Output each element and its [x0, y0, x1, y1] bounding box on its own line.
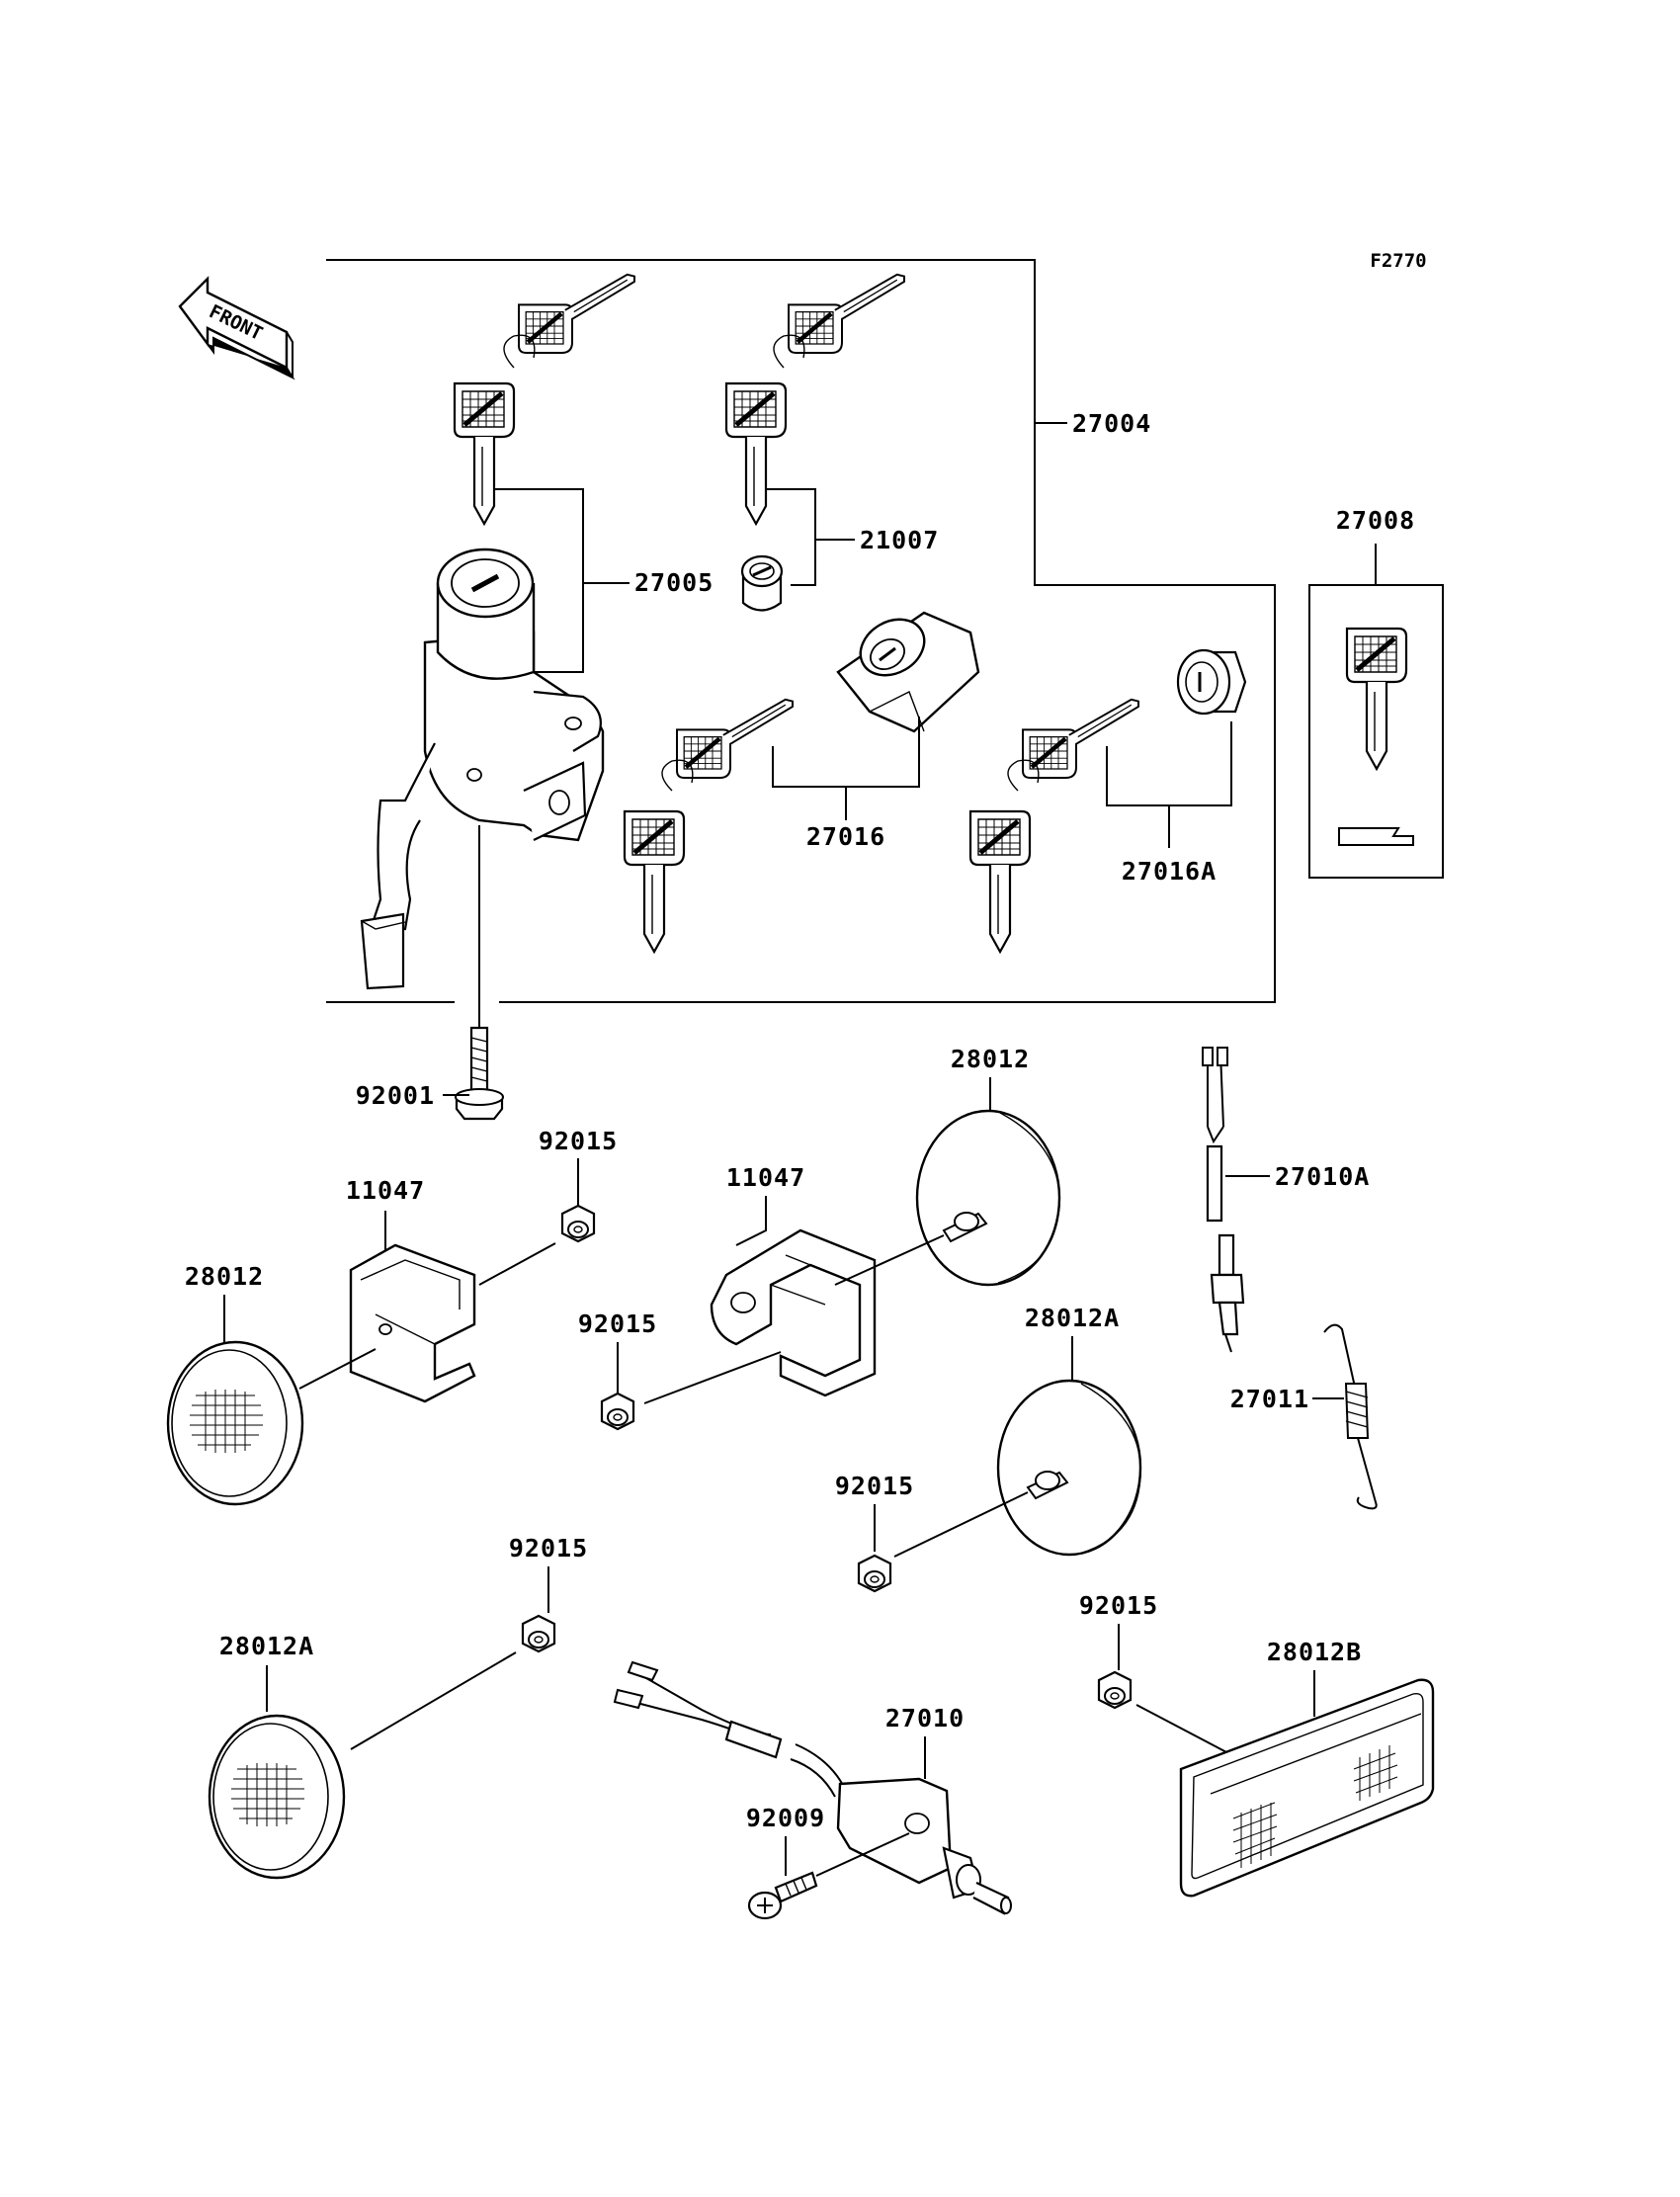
- blank-key-27008: [1338, 629, 1414, 846]
- label-27016: 27016: [806, 822, 885, 851]
- nut-92015-e: [1097, 1670, 1133, 1710]
- nut-92015-d: [521, 1614, 556, 1653]
- label-27010A: 27010A: [1275, 1162, 1370, 1191]
- lock-cylinder-27016A: [1176, 648, 1247, 716]
- label-92015-a: 92015: [539, 1127, 618, 1155]
- reflector-28012A-a: [996, 1379, 1142, 1557]
- nut-92015-b: [600, 1392, 635, 1431]
- reflector-28012B: [1179, 1678, 1435, 1898]
- bracket-11047-b: [710, 1228, 877, 1397]
- label-92015-d: 92015: [509, 1534, 588, 1563]
- label-92015-c: 92015: [835, 1472, 914, 1500]
- label-11047-a: 11047: [346, 1176, 425, 1205]
- label-28012-a: 28012: [185, 1262, 264, 1291]
- key-set-21007: [726, 275, 904, 524]
- bolt-92001: [455, 1026, 504, 1121]
- key-set-27016: [625, 700, 793, 952]
- kit-outline: [326, 259, 1276, 1003]
- label-92009: 92009: [746, 1804, 825, 1832]
- diagram-code: F2770: [1370, 250, 1426, 272]
- key-set-27005: [455, 275, 634, 524]
- label-27008: 27008: [1336, 506, 1415, 535]
- label-28012A-b: 28012A: [219, 1632, 314, 1660]
- lock-cylinder-27016: [836, 611, 980, 733]
- blank-key-box: [1308, 584, 1444, 879]
- reflector-28012-a: [166, 1340, 304, 1506]
- label-27010: 27010: [885, 1704, 965, 1732]
- label-92001: 92001: [356, 1081, 435, 1110]
- label-27005: 27005: [634, 568, 714, 597]
- sensor-27010A: [1202, 1047, 1245, 1353]
- label-92015-b: 92015: [578, 1310, 657, 1338]
- reflector-28012A-b: [208, 1714, 346, 1880]
- key-set-27016A: [970, 700, 1138, 952]
- label-27011: 27011: [1230, 1385, 1309, 1413]
- nut-92015-a: [560, 1204, 596, 1243]
- label-28012B: 28012B: [1267, 1638, 1362, 1666]
- label-11047-b: 11047: [726, 1163, 805, 1192]
- label-28012A-a: 28012A: [1025, 1304, 1120, 1332]
- label-28012-b: 28012: [951, 1045, 1030, 1073]
- front-arrow-icon: FRONT: [178, 276, 295, 380]
- screw-92009: [747, 1871, 818, 1920]
- label-27016A: 27016A: [1122, 857, 1217, 886]
- bracket-11047-a: [349, 1243, 476, 1403]
- lock-cylinder-21007: [740, 554, 784, 612]
- nut-92015-c: [857, 1554, 892, 1593]
- ignition-switch: [360, 548, 605, 990]
- spring-27011: [1323, 1323, 1378, 1510]
- label-92015-e: 92015: [1079, 1591, 1158, 1620]
- label-27004: 27004: [1072, 409, 1151, 438]
- label-21007: 21007: [860, 526, 939, 554]
- reflector-28012-b: [915, 1109, 1061, 1287]
- switch-27010: [613, 1660, 1012, 1915]
